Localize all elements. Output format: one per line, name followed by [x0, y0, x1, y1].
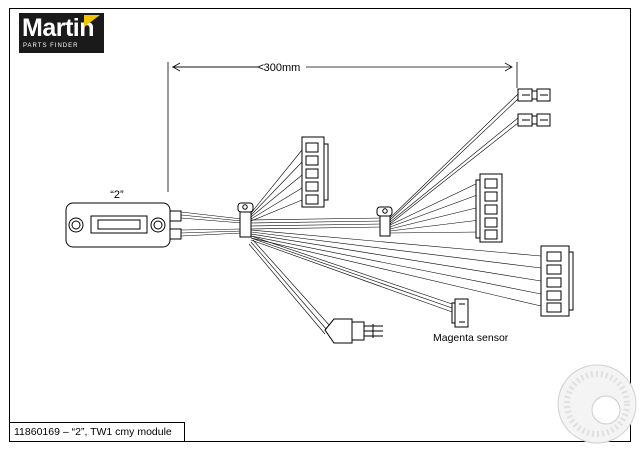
connector-right-mid [475, 173, 503, 243]
watermark-circle-icon [557, 364, 637, 444]
plug-terminal-bottom [517, 113, 551, 127]
cable-tie-1 [237, 202, 254, 238]
dimension-label: 300mm [264, 62, 301, 74]
connector-far-right [540, 245, 574, 317]
module-body [65, 202, 182, 248]
part-caption: 11860169 – “2”, TW1 cmy module [14, 426, 172, 438]
cable-tie-2 [376, 206, 393, 237]
logo-subtitle: PARTS FINDER [23, 43, 79, 49]
caption-box [9, 422, 185, 442]
logo-brand: Martin [22, 14, 95, 42]
plug-terminal-top [517, 88, 551, 102]
sensor-label: Magenta sensor [433, 332, 509, 344]
cable-bundle [180, 211, 383, 237]
martin-logo: Martin PARTS FINDER [19, 13, 104, 53]
logo-flag-icon [84, 15, 100, 27]
bottom-plug [324, 318, 383, 344]
dimension-line [167, 62, 518, 192]
branch-wires [248, 93, 542, 335]
drawing-frame [9, 8, 631, 442]
module-label: “2” [110, 189, 124, 201]
magenta-sensor-connector [451, 298, 469, 328]
connector-upper [301, 136, 329, 208]
